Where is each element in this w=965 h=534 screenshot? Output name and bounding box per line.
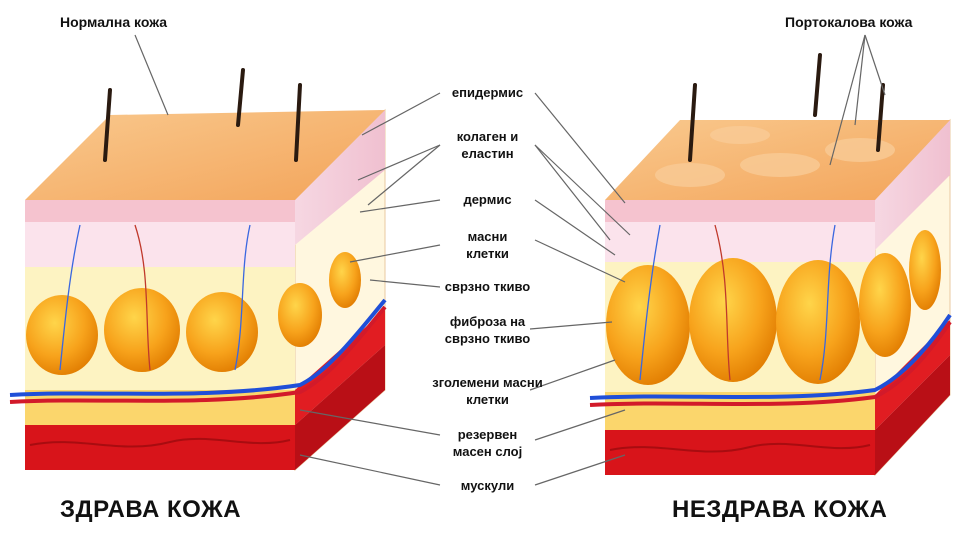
label-reserve-fat: резервен масен слој bbox=[435, 426, 540, 460]
normal-skin-title: Нормална кожа bbox=[60, 14, 167, 30]
healthy-fat-cell bbox=[278, 283, 322, 347]
unhealthy-fat-cell bbox=[859, 253, 911, 357]
unhealthy-fat-cell bbox=[776, 260, 860, 384]
unhealthy-fat-cell bbox=[606, 265, 690, 385]
healthy-skin-block bbox=[10, 70, 385, 470]
unhealthy-muscle bbox=[605, 430, 875, 475]
healthy-fat-cell bbox=[186, 292, 258, 372]
healthy-dermis bbox=[25, 222, 295, 267]
label-muscles: мускули bbox=[435, 477, 540, 494]
healthy-fat-cell bbox=[26, 295, 98, 375]
unhealthy-skin-title: НЕЗДРАВА КОЖА bbox=[672, 496, 887, 524]
label-epidermis: епидермис bbox=[440, 84, 535, 101]
label-fat-cells: масни клетки bbox=[440, 228, 535, 262]
unhealthy-fat-cell bbox=[909, 230, 941, 310]
label-connective-tissue: сврзно ткиво bbox=[420, 278, 555, 295]
healthy-fat-cell bbox=[104, 288, 180, 372]
healthy-muscle bbox=[25, 425, 295, 470]
unhealthy-skin-block bbox=[590, 55, 950, 475]
orange-skin-title: Портокалова кожа bbox=[785, 14, 912, 30]
label-dermis: дермис bbox=[440, 191, 535, 208]
healthy-skin-title: ЗДРАВА КОЖА bbox=[60, 496, 241, 524]
label-fibrosis: фиброза на сврзно ткиво bbox=[420, 313, 555, 347]
unhealthy-fat-cell bbox=[689, 258, 777, 382]
unhealthy-epidermis bbox=[605, 200, 875, 222]
label-collagen-elastin: колаген и еластин bbox=[440, 128, 535, 162]
label-enlarged-fat-cells: зголемени масни клетки bbox=[410, 374, 565, 408]
healthy-epidermis bbox=[25, 200, 295, 222]
